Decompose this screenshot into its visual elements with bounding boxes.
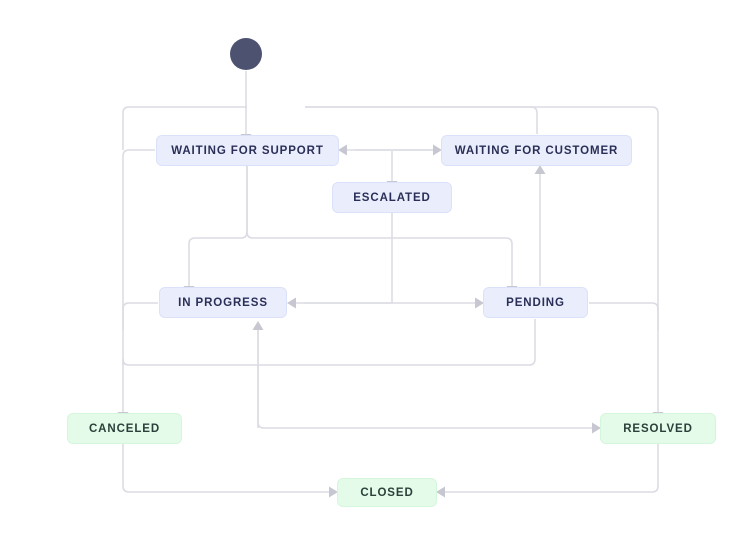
edge-waiting_for_customer-to-resolved [305, 106, 659, 412]
arrow-head-waiting_for_customer [534, 165, 546, 174]
state-node-resolved[interactable]: RESOLVED [600, 413, 716, 444]
arrow-head-resolved [592, 422, 601, 434]
edge-waiting_for_customer-to-waiting_for_support [305, 106, 538, 134]
edge-in_progress-to-resolved [257, 330, 592, 429]
state-node-waiting_for_support[interactable]: WAITING FOR SUPPORT [156, 135, 339, 166]
arrow-head-waiting_for_support [338, 144, 347, 156]
edge-in_progress-to-canceled [122, 302, 158, 330]
arrow-head-closed [436, 486, 445, 498]
arrow-head-closed [329, 486, 338, 498]
arrow-head-pending [475, 297, 484, 309]
edge-waiting_for_support-to-in_progress [188, 166, 248, 286]
state-node-pending[interactable]: PENDING [483, 287, 588, 318]
arrow-head-waiting_for_customer [433, 144, 442, 156]
edge-waiting_for_support-to-resolved [122, 106, 247, 150]
arrow-head-in_progress [252, 321, 264, 330]
edge-resolved-to-closed [445, 444, 659, 493]
arrow-head-in_progress [287, 297, 296, 309]
edge-waiting_for_support-to-pending [246, 166, 513, 286]
edge-escalated-to-in_progress [296, 213, 393, 304]
state-node-canceled[interactable]: CANCELED [67, 413, 182, 444]
edge-canceled-to-closed [122, 444, 329, 493]
edge-pending-to-canceled [122, 319, 536, 366]
state-node-in_progress[interactable]: IN PROGRESS [159, 287, 287, 318]
start-node[interactable] [230, 38, 262, 70]
edge-waiting_for_support-to-canceled [122, 149, 155, 412]
state-node-waiting_for_customer[interactable]: WAITING FOR CUSTOMER [441, 135, 632, 166]
state-node-escalated[interactable]: ESCALATED [332, 182, 452, 213]
state-node-closed[interactable]: CLOSED [337, 478, 437, 507]
edge-pending-to-resolved [589, 302, 659, 330]
